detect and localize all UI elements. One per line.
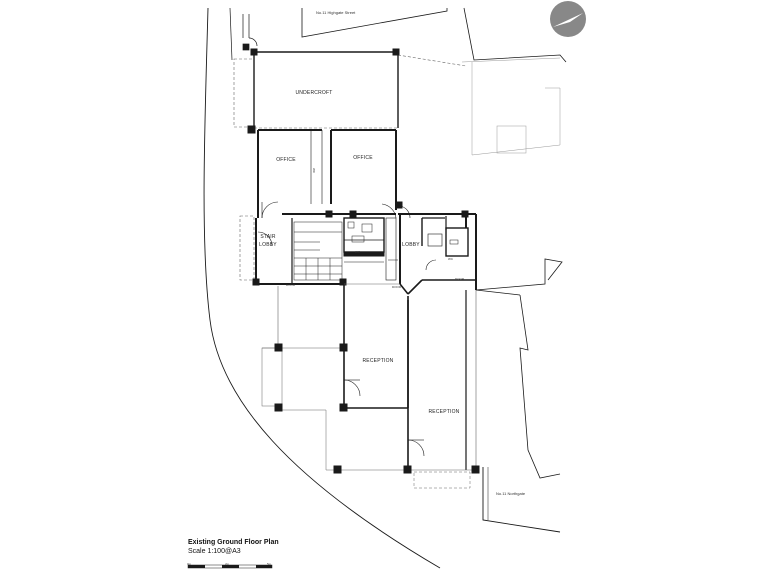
room-label-stair: STAIR xyxy=(260,234,276,240)
scale-bar xyxy=(187,564,273,569)
room-label-office-right: OFFICE xyxy=(353,155,373,161)
office-block xyxy=(247,125,397,219)
drawing-scale: Scale 1:100@A3 xyxy=(188,548,241,555)
undercroft-area xyxy=(233,48,467,129)
scale-bar-labels: 0m 2m 5m xyxy=(187,562,277,568)
svg-text:DOOR: DOOR xyxy=(286,283,296,287)
lobby-area xyxy=(388,201,477,295)
scale-label-end: 5m xyxy=(267,562,272,566)
neighbour-label-top: No.11 Highgate Street xyxy=(316,10,356,15)
svg-text:WC: WC xyxy=(355,250,361,254)
drawing-title: Existing Ground Floor Plan xyxy=(188,539,279,546)
svg-text:WC: WC xyxy=(312,168,316,174)
entrance-gate xyxy=(242,14,258,51)
reception-upper-area xyxy=(261,283,409,471)
scale-label-start: 0m xyxy=(187,562,192,566)
svg-text:WC: WC xyxy=(448,257,454,261)
room-label-reception-lower: RECEPTION xyxy=(429,409,460,415)
reception-lower-area xyxy=(333,290,480,489)
svg-text:DOOR: DOOR xyxy=(392,285,402,289)
room-label-undercroft: UNDERCROFT xyxy=(296,90,333,96)
room-label-reception-upper: RECEPTION xyxy=(363,358,394,364)
svg-text:DOOR: DOOR xyxy=(455,277,465,281)
annotations: WC DOOR DOOR WC DOOR WC xyxy=(286,168,465,289)
room-label-stair-lobby: LOBBY xyxy=(259,242,277,248)
neighbour-label-bottom: No.11 Northgate xyxy=(496,491,526,496)
room-label-office-left: OFFICE xyxy=(276,157,296,163)
stair-lobby-core xyxy=(239,215,397,286)
scale-label-mid: 2m xyxy=(225,562,230,566)
site-context xyxy=(203,7,567,569)
room-label-lobby: LOBBY xyxy=(402,242,420,248)
title-block: Existing Ground Floor Plan Scale 1:100@A… xyxy=(188,538,388,556)
north-arrow-icon xyxy=(550,1,586,37)
